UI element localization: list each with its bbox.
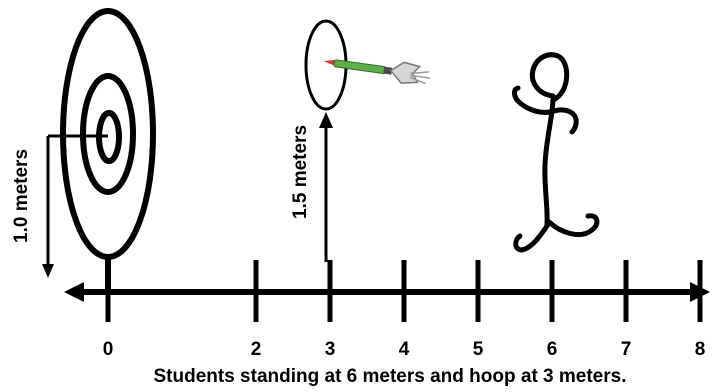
student-figure — [512, 52, 600, 253]
target-height-arrowhead — [42, 264, 54, 278]
arrow-tip — [323, 59, 336, 66]
diagram-caption: Students standing at 6 meters and hoop a… — [154, 366, 627, 387]
number-line-left-arrowhead — [64, 282, 84, 302]
hoop-height-arrowhead — [319, 112, 333, 128]
arrow-shaft — [333, 59, 387, 75]
student-left-arm — [512, 85, 553, 115]
tick-label-8: 8 — [695, 339, 706, 360]
flying-arrow — [323, 59, 431, 85]
hoop-height-indicator: 1.5 meters — [290, 112, 333, 262]
arrow-exhaust — [409, 71, 431, 85]
target-height-label: 1.0 meters — [11, 149, 32, 243]
target — [60, 8, 156, 292]
tick-label-7: 7 — [621, 339, 632, 360]
tick-label-0: 0 — [103, 339, 114, 360]
student-body — [542, 97, 556, 229]
hoop-height-label: 1.5 meters — [290, 125, 311, 219]
student-right-leg — [546, 213, 600, 237]
tick-label-2: 2 — [251, 339, 262, 360]
target-outer-ring — [60, 8, 156, 260]
target-middle-ring — [80, 73, 136, 195]
tick-label-3: 3 — [325, 339, 336, 360]
arrow-band — [383, 66, 393, 75]
student-right-arm — [549, 107, 579, 135]
target-height-indicator: 1.0 meters — [11, 134, 108, 278]
tick-label-5: 5 — [473, 339, 484, 360]
number-line-ticks: 0 2 3 4 5 6 7 8 — [103, 260, 706, 360]
tick-label-6: 6 — [547, 339, 558, 360]
number-line: 0 2 3 4 5 6 7 8 — [64, 260, 710, 360]
student-head — [529, 52, 570, 103]
tick-label-4: 4 — [399, 339, 410, 360]
student-left-leg — [513, 223, 550, 253]
